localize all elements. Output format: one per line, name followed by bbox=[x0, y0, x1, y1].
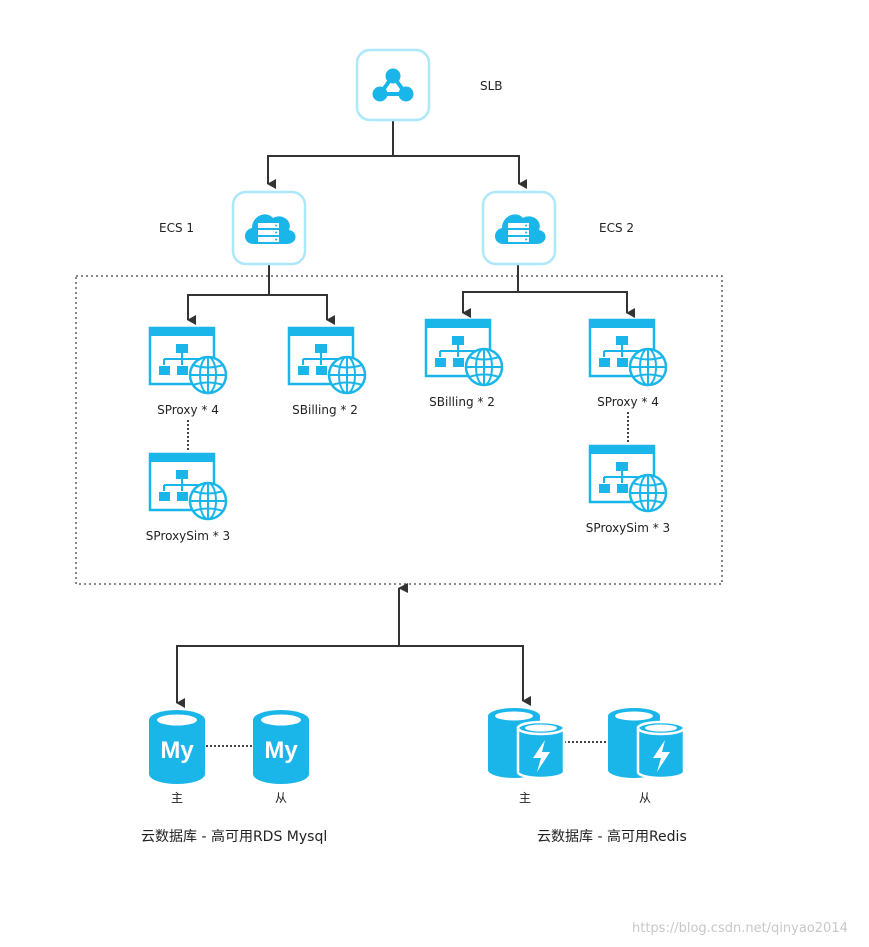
mysql-master-label: 主 bbox=[170, 791, 184, 805]
slb-to-ecs-connectors bbox=[267, 120, 527, 189]
redis-master-label: 主 bbox=[518, 791, 532, 805]
ecs1-server-icon bbox=[231, 190, 307, 266]
slb-icon bbox=[355, 48, 431, 122]
ecs2-sproxysim-label: SProxySim * 3 bbox=[585, 521, 671, 535]
ecs2-sbilling-label: SBilling * 2 bbox=[429, 395, 495, 409]
ecs2-sproxy-label: SProxy * 4 bbox=[597, 395, 659, 409]
ecs2-sproxysim-icon bbox=[588, 444, 668, 513]
redis-caption: 云数据库 - 高可用Redis bbox=[537, 829, 687, 845]
ecs2-server-icon bbox=[481, 190, 557, 266]
ecs1-label: ECS 1 bbox=[159, 221, 195, 235]
redis-master-icon bbox=[486, 706, 566, 780]
watermark: https://blog.csdn.net/qinyao2014 bbox=[632, 921, 848, 936]
database-connectors bbox=[176, 583, 524, 702]
ecs1-sproxysim-label: SProxySim * 3 bbox=[145, 529, 231, 543]
ecs1-sproxysim-icon bbox=[148, 452, 228, 521]
mysql-slave-icon: My bbox=[253, 710, 309, 784]
mysql-caption: 云数据库 - 高可用RDS Mysql bbox=[141, 829, 328, 845]
mysql-master-icon: My bbox=[149, 710, 205, 784]
ecs2-sproxy-icon bbox=[588, 318, 668, 387]
ecs1-sproxy-label: SProxy * 4 bbox=[157, 403, 219, 417]
ecs1-to-services-connectors bbox=[187, 264, 335, 325]
svg-text:My: My bbox=[264, 737, 298, 764]
ecs1-sbilling-label: SBilling * 2 bbox=[292, 403, 358, 417]
ecs2-to-services-connectors bbox=[462, 264, 635, 318]
slb-label: SLB bbox=[480, 79, 503, 93]
ecs2-label: ECS 2 bbox=[599, 221, 635, 235]
mysql-slave-label: 从 bbox=[274, 791, 288, 805]
redis-slave-icon bbox=[606, 706, 686, 780]
ecs1-sproxy-icon bbox=[148, 326, 228, 395]
ecs1-sbilling-icon bbox=[287, 326, 367, 395]
svg-text:My: My bbox=[160, 737, 194, 764]
ecs2-sbilling-icon bbox=[424, 318, 504, 387]
redis-slave-label: 从 bbox=[638, 791, 652, 805]
